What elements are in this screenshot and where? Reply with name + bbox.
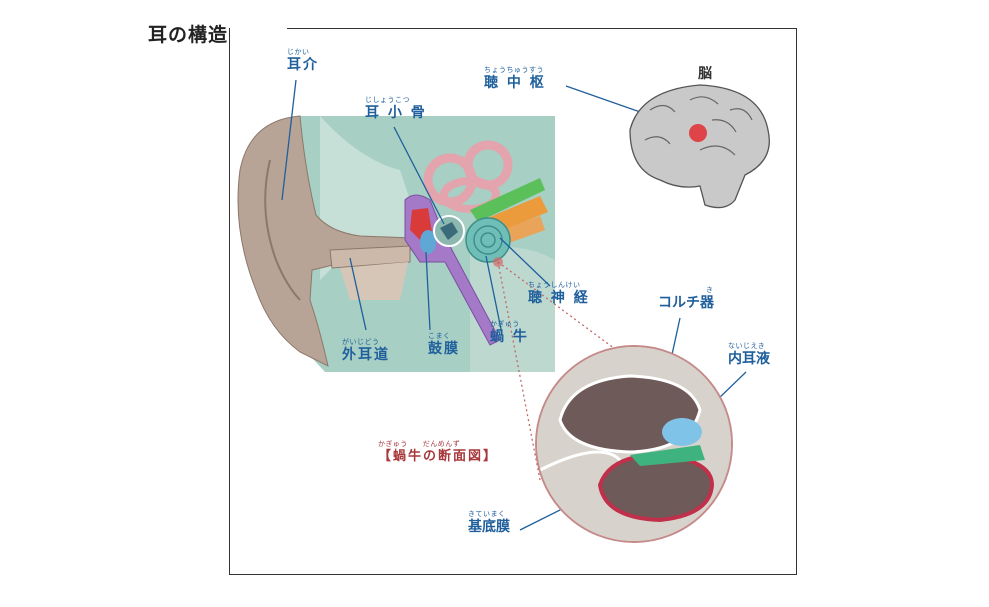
semicircular-canal-3 xyxy=(440,177,500,213)
label-inner-ear-fluid: ないじえき 内耳液 xyxy=(728,342,770,367)
label-auditory-center: ちょうちゅうすう 聴 中 枢 xyxy=(484,66,546,91)
label-organ-of-corti: き コルチ器 xyxy=(658,286,714,311)
brain xyxy=(629,84,770,209)
brain-folds xyxy=(644,96,753,156)
eardrum xyxy=(420,230,436,254)
diagram-frame xyxy=(229,28,797,575)
cochlea xyxy=(465,217,511,263)
ossicles xyxy=(440,222,458,240)
scala-tympani xyxy=(597,452,715,523)
page-title: 耳の構造 xyxy=(148,24,229,46)
label-eardrum: こまく 鼓膜 xyxy=(428,332,460,357)
organ-of-corti xyxy=(630,445,705,466)
auditory-center xyxy=(689,124,707,142)
inner-ear-fluid xyxy=(662,418,702,446)
section-connectors xyxy=(497,261,651,481)
label-brain: 脳 xyxy=(698,66,714,82)
label-auditory-nerve: ちょうしんけい 聴 神 経 xyxy=(528,281,590,306)
label-basilar-membrane: きていまく 基底膜 xyxy=(468,510,510,535)
label-cochlea: かぎゅう 蝸 牛 xyxy=(490,320,529,345)
ear-canal-lower xyxy=(340,262,408,300)
auditory-nerve-green xyxy=(470,178,545,222)
label-auricle: じかい 耳介 xyxy=(287,48,319,73)
diagram-frame-top-border xyxy=(287,28,797,29)
ear-canal xyxy=(329,245,411,269)
auricle-inner-fold xyxy=(264,159,301,301)
label-cochlea-section: かぎゅう だんめんず 【蝸牛の断面図】 xyxy=(378,440,499,464)
auricle xyxy=(237,115,413,367)
label-ear-canal: がいじどう 外耳道 xyxy=(342,338,390,363)
label-ossicles: じしょうこつ 耳 小 骨 xyxy=(365,96,427,121)
